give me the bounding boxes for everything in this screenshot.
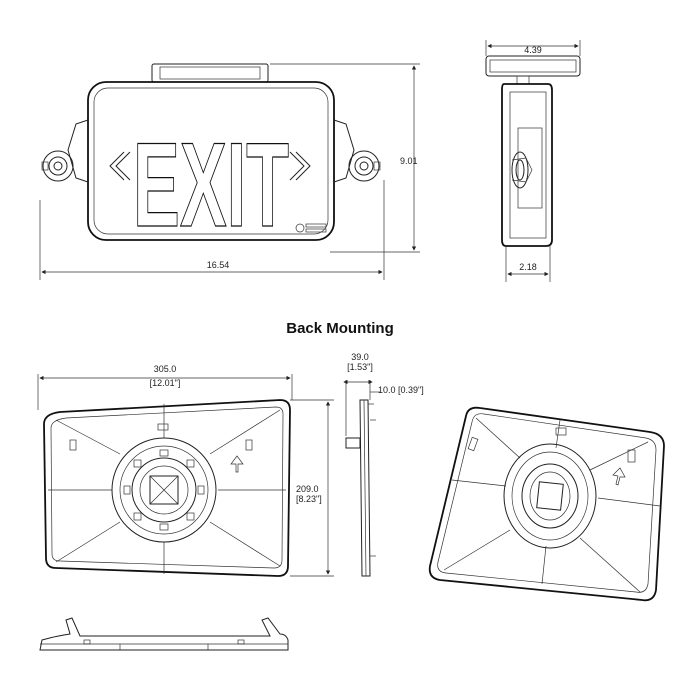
side-bottom-dimension: 2.18 (519, 262, 537, 272)
left-chevron-icon (109, 151, 131, 181)
brand-badge (295, 223, 327, 233)
iso-up-arrow-icon (612, 467, 626, 486)
plate-height-in: [8.23"] (296, 494, 322, 504)
side-lamp-head (511, 151, 533, 189)
front-width-dimension: 16.54 (207, 260, 230, 270)
profile-depth-mm: 39.0 (351, 352, 369, 362)
isometric-back-plate (428, 406, 665, 602)
plate-width-in: [12.01"] (150, 378, 181, 388)
right-chevron-icon (289, 151, 311, 181)
plate-height-mm: 209.0 (296, 484, 319, 494)
section-title: Back Mounting (286, 320, 394, 337)
bottom-edge-view (39, 617, 289, 651)
exit-sign-text: EXIT (133, 118, 289, 252)
side-top-dimension: 4.39 (524, 45, 542, 55)
side-view: 4.39 2.18 (485, 40, 581, 282)
profile-depth-in: [1.53"] (347, 362, 373, 372)
profile-view: 39.0 [1.53"] 10.0 [0.39"] (343, 352, 424, 577)
right-lamp-head (333, 119, 381, 183)
up-arrow-icon (230, 455, 244, 473)
profile-thickness-label: 10.0 [0.39"] (378, 385, 424, 395)
plate-width-mm: 305.0 (154, 364, 177, 374)
front-view: EXIT 16.54 9.01 (39, 63, 420, 280)
left-lamp-head (41, 119, 89, 183)
front-height-dimension: 9.01 (400, 156, 418, 166)
back-plate-view: 305.0 [12.01"] 209.0 [8.23"] (37, 364, 334, 577)
